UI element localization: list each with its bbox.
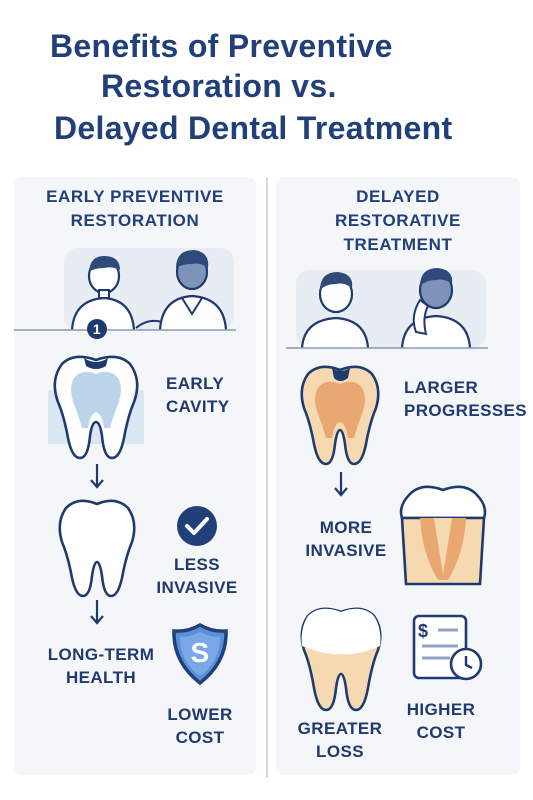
early-cavity-label: EARLY CAVITY: [166, 372, 229, 418]
title-line-2: Restoration vs.: [101, 68, 337, 104]
less-invasive-label: LESS INVASIVE: [150, 553, 244, 599]
toothache-patient-illustration: [286, 268, 488, 349]
right-heading-line-3: TREATMENT: [343, 235, 453, 254]
right-heading: DELAYED RESTORATIVE TREATMENT: [276, 185, 520, 257]
inflamed-pulp: [315, 381, 365, 438]
lower-cost-label: LOWER COST: [150, 703, 250, 749]
larger-progresses-label-line-2: PROGRESSES: [404, 401, 528, 420]
worn-tooth-icon: [300, 607, 382, 712]
less-invasive-label-line-1: LESS: [173, 555, 220, 574]
greater-loss-label-line-2: LOSS: [316, 742, 364, 761]
more-invasive-label-line-2: INVASIVE: [305, 541, 387, 560]
early-cavity-label-line-2: CAVITY: [166, 397, 230, 416]
higher-cost-label-line-2: COST: [416, 723, 466, 742]
healthy-pulp: [71, 371, 121, 428]
large-cavity-mark: [332, 368, 350, 381]
long-term-health-label-line-2: HEALTH: [65, 668, 137, 687]
down-arrow-icon: [334, 472, 348, 497]
lower-cost-label-line-2: COST: [175, 728, 225, 747]
less-invasive-label-line-2: INVASIVE: [156, 578, 238, 597]
left-heading: EARLY PREVENTIVE RESTORATION: [14, 185, 256, 233]
small-cavity-mark: [84, 358, 108, 369]
right-heading-line-2: RESTORATIVE: [335, 211, 461, 230]
crowned-tooth-icon: [399, 485, 487, 586]
right-heading-line-1: DELAYED: [356, 187, 440, 206]
lower-cost-label-line-1: LOWER: [167, 705, 233, 724]
left-heading-line-2: RESTORATION: [70, 211, 200, 230]
step-badge: [87, 319, 107, 339]
long-term-health-label-line-1: LONG-TERM: [47, 645, 155, 664]
early-cavity-tooth-icon: [48, 355, 144, 460]
larger-progresses-label: LARGER PROGRESSES: [404, 376, 527, 422]
patient-figure: [300, 272, 370, 349]
down-arrow-icon: [90, 464, 104, 489]
invoice-dollar-symbol: $: [418, 621, 429, 641]
higher-cost-label-line-1: HIGHER: [406, 700, 476, 719]
step-badge-number: 1: [92, 321, 102, 337]
long-term-health-label: LONG-TERM HEALTH: [46, 643, 156, 689]
higher-cost-label: HIGHER COST: [396, 698, 486, 744]
down-arrow-icon: [90, 600, 104, 625]
left-heading-line-1: EARLY PREVENTIVE: [46, 187, 224, 206]
greater-loss-label: GREATER LOSS: [290, 717, 390, 763]
shield-icon: [172, 622, 228, 686]
early-cavity-label-line-1: EARLY: [166, 374, 225, 393]
patient-dentist-illustration: [14, 248, 236, 331]
title-line-3: Delayed Dental Treatment: [54, 110, 453, 146]
column-divider: [266, 178, 268, 778]
more-invasive-label-line-1: MORE: [319, 518, 373, 537]
larger-progresses-label-line-1: LARGER: [404, 378, 479, 397]
pained-patient-figure: [400, 268, 472, 349]
decayed-tooth-icon: [300, 365, 380, 466]
title-line-1: Benefits of Preventive: [50, 28, 393, 64]
greater-loss-label-line-1: GREATER: [297, 719, 383, 738]
patient-figure: [70, 256, 136, 331]
more-invasive-label: MORE INVASIVE: [296, 516, 396, 562]
restored-tooth-icon: [58, 499, 136, 598]
shield-letter: S: [190, 637, 210, 668]
invoice-clock-icon: [412, 614, 483, 681]
dentist-figure: [135, 250, 228, 331]
check-circle-icon: [177, 506, 217, 546]
